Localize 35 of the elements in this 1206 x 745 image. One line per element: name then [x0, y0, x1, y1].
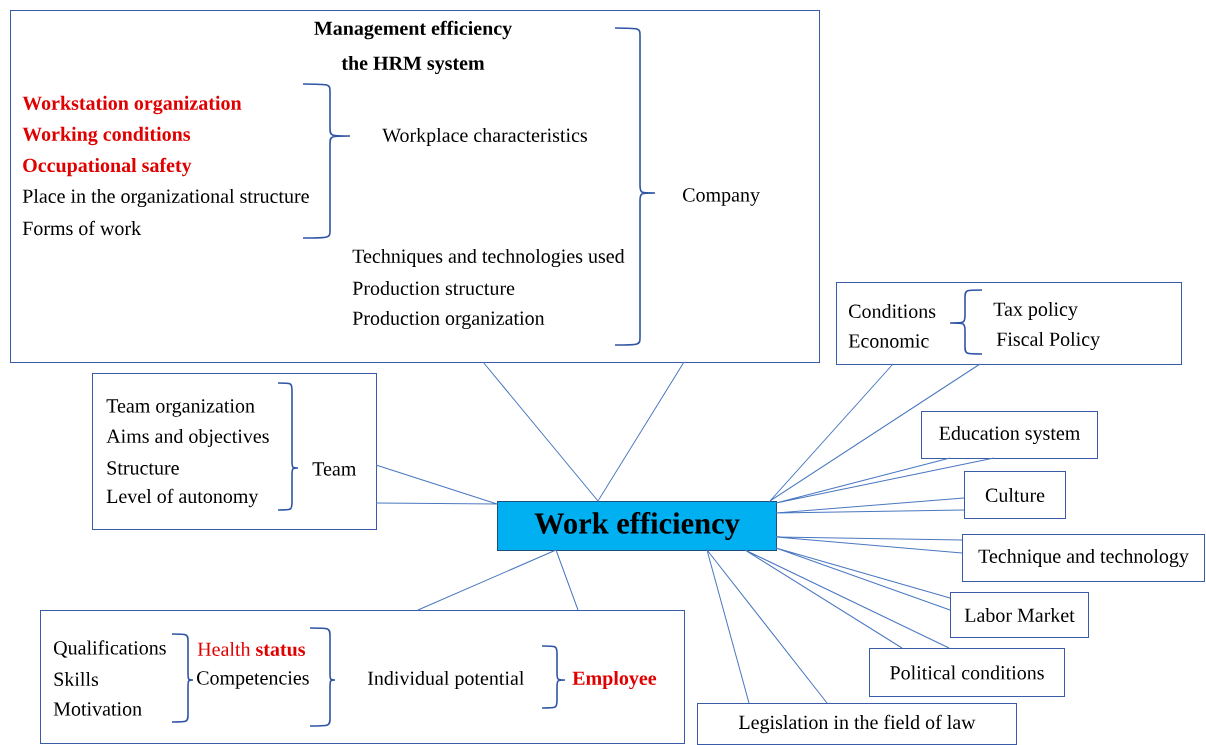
label: Place in the organizational structure: [22, 188, 309, 208]
callout-box: Culture: [964, 471, 1066, 519]
label: Team: [312, 462, 357, 476]
label: Economic: [848, 334, 929, 348]
label: Motivation: [53, 702, 142, 716]
label: Skills: [54, 671, 99, 687]
label: Competencies: [197, 671, 309, 689]
label: Level of autonomy: [106, 488, 259, 508]
callout-box: Technique and technology: [962, 534, 1205, 582]
label: Occupational safety: [23, 157, 192, 177]
label: Production organization: [352, 310, 545, 330]
label: Health status: [197, 641, 306, 657]
callout-box: Legislation in the field of law: [697, 703, 1017, 745]
label: Employee: [572, 670, 657, 690]
label: Qualifications: [54, 640, 166, 658]
callout-box: Education system: [921, 411, 1098, 459]
label: Individual potential: [367, 670, 525, 690]
label: Fiscal Policy: [996, 331, 1101, 351]
label: Aims and objectives: [106, 428, 269, 448]
center-box: Work efficiency: [497, 501, 777, 551]
callout-box: Labor Market: [950, 592, 1089, 638]
label: Team organization: [106, 399, 255, 417]
label: Workplace characteristics: [382, 127, 587, 147]
label: Production structure: [352, 280, 515, 296]
label: Workstation organization: [22, 95, 242, 115]
label: the HRM system: [341, 55, 485, 75]
label: Techniques and technologies used: [352, 248, 625, 268]
label: Working conditions: [22, 126, 191, 146]
label: Forms of work: [22, 220, 142, 236]
label: Structure: [107, 461, 179, 475]
label: Company: [683, 188, 760, 206]
label: Tax policy: [993, 301, 1078, 321]
label: Management efficiency: [314, 20, 512, 40]
label: Conditions: [849, 303, 936, 319]
callout-box: Political conditions: [869, 648, 1065, 697]
